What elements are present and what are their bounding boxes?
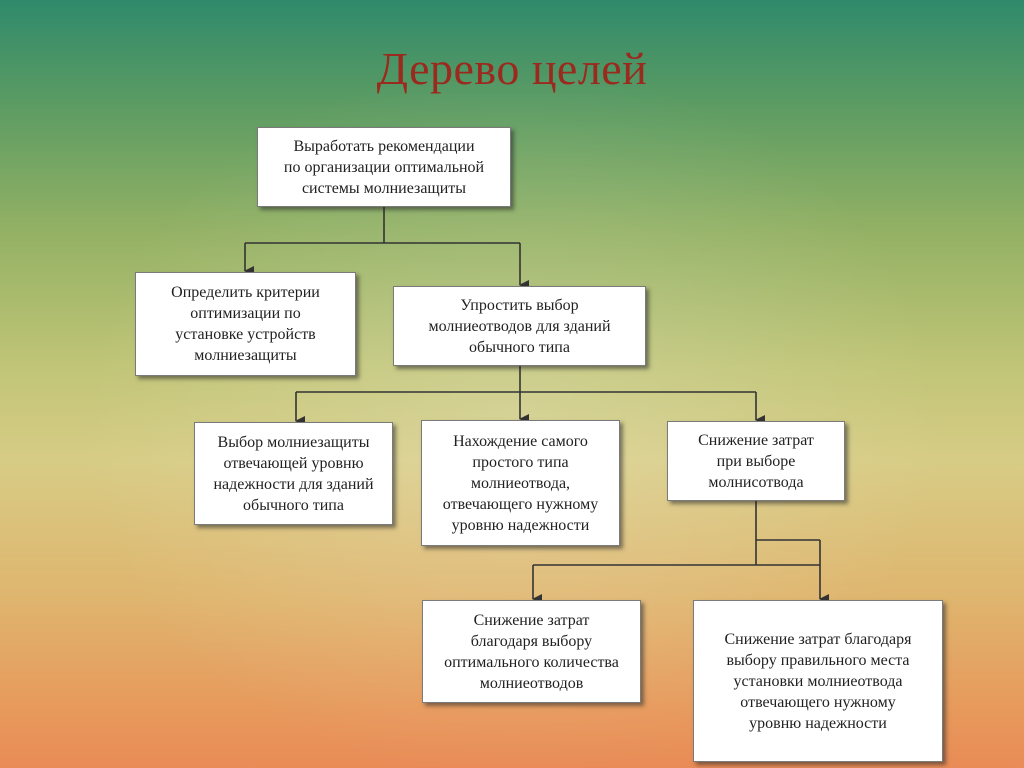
goal-box-criteria: Определить критерии оптимизации по устан…	[135, 272, 356, 376]
goal-box-cost-reduction: Снижение затрат при выборе молнисотвода	[667, 421, 845, 501]
connector-cost-to-level3	[532, 501, 829, 604]
connector-root-to-level1	[244, 207, 529, 290]
goal-box-finding: Нахождение самого простого типа молниеот…	[421, 420, 620, 546]
goal-box-simplify: Упростить выбор молниеотводов для зданий…	[393, 286, 646, 366]
slide-title: Дерево целей	[376, 43, 648, 94]
goal-box-quantity: Снижение затрат благодаря выбору оптимал…	[422, 600, 641, 703]
goal-box-placement: Снижение затрат благодаря выбору правиль…	[693, 600, 943, 762]
goal-box-root: Выработать рекомендации по организации о…	[257, 127, 511, 207]
connector-simplify-to-level2	[295, 366, 765, 426]
goal-box-selection: Выбор молниезащиты отвечающей уровню над…	[194, 422, 393, 525]
